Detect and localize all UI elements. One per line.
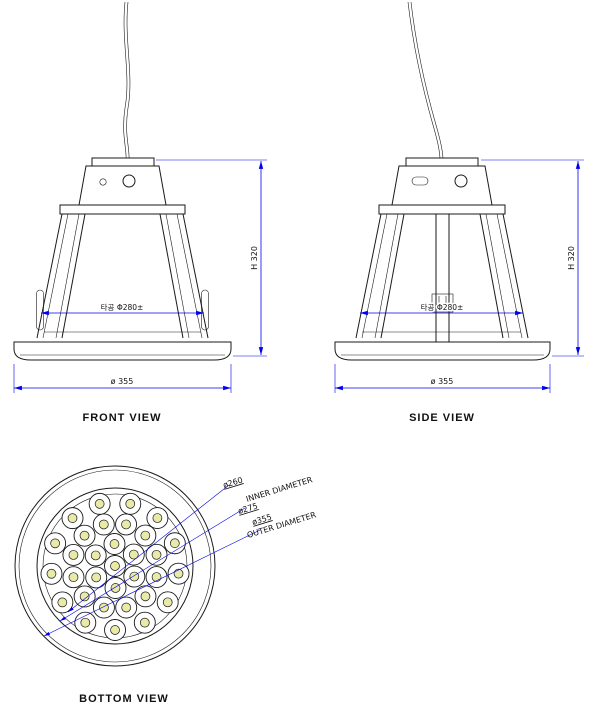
outer-flange-inner-edge xyxy=(18,469,212,663)
leader-line-275 xyxy=(59,507,246,622)
led xyxy=(104,555,126,577)
center-bracket xyxy=(431,214,454,357)
shoulder xyxy=(59,204,186,215)
led xyxy=(104,577,127,599)
led xyxy=(103,533,126,555)
bottom-view: ø260 INNER DIAMETER ø275 ø355 OUTER DIAM… xyxy=(14,465,318,705)
cutout-dim-text: 타공 Φ280± xyxy=(101,303,144,312)
led xyxy=(51,591,74,614)
led xyxy=(62,543,85,566)
led xyxy=(122,543,145,566)
top-cap xyxy=(391,157,493,206)
front-view-label: FRONT VIEW xyxy=(82,412,161,424)
cutout-dimension: 타공 Φ280± xyxy=(41,302,204,316)
led xyxy=(44,532,67,555)
cutout-dim-text: 타공 Φ280± xyxy=(421,303,464,312)
mounting-slot xyxy=(411,176,429,186)
outer-dimension: ø 355 xyxy=(334,364,551,393)
spring-clip-right xyxy=(201,289,209,331)
led xyxy=(163,532,186,555)
led xyxy=(92,513,115,536)
led xyxy=(146,507,169,530)
led xyxy=(145,543,168,566)
spring-clip-left xyxy=(36,289,44,331)
led xyxy=(73,585,96,608)
height-dim-text: H 320 xyxy=(250,246,259,270)
led xyxy=(134,585,157,608)
led xyxy=(145,566,168,589)
lamp-body xyxy=(36,204,209,339)
led xyxy=(156,591,179,614)
flange xyxy=(334,341,551,361)
led xyxy=(40,562,63,585)
annotation-value-260: ø260 xyxy=(222,475,244,490)
led-array xyxy=(40,492,190,641)
annotation-value-275: ø275 xyxy=(237,501,259,516)
height-dimension: H 320 xyxy=(156,159,267,357)
mounting-hole-large xyxy=(122,174,136,188)
power-cord xyxy=(407,1,444,161)
led xyxy=(115,596,138,619)
led xyxy=(88,492,111,515)
leader-line-355 xyxy=(43,529,261,637)
mounting-hole-small xyxy=(99,178,107,186)
bottom-view-label: BOTTOM VIEW xyxy=(79,693,169,705)
cutout-dimension: 타공 Φ280± xyxy=(360,302,523,316)
front-view: 타공 Φ280± H 320 ø 355 FRONT VIEW xyxy=(13,1,267,424)
led xyxy=(62,566,85,589)
lamp-body xyxy=(355,204,529,357)
height-dim-text: H 320 xyxy=(567,246,576,270)
led xyxy=(134,524,157,547)
power-cord xyxy=(123,1,131,161)
side-view-label: SIDE VIEW xyxy=(409,412,475,424)
cone-outline xyxy=(355,213,529,339)
outer-flange-circle xyxy=(14,465,216,667)
led xyxy=(85,566,108,589)
led xyxy=(74,611,97,634)
led xyxy=(61,507,84,530)
led xyxy=(92,596,115,619)
shoulder xyxy=(378,204,506,215)
leader-line-260 xyxy=(67,484,230,613)
led xyxy=(133,611,156,634)
led xyxy=(123,565,146,588)
outer-dim-text: ø 355 xyxy=(111,377,134,386)
led xyxy=(115,513,138,536)
top-cap xyxy=(78,157,167,206)
mounting-hole-large xyxy=(454,174,468,188)
led xyxy=(73,524,96,547)
led xyxy=(104,619,127,641)
outer-dimension: ø 355 xyxy=(13,364,232,393)
inner-ring-circle xyxy=(36,487,194,645)
led xyxy=(119,492,142,515)
flange xyxy=(13,341,232,361)
cone-outline xyxy=(36,213,209,339)
side-view: 타공 Φ280± H 320 ø 355 SIDE VIEW xyxy=(334,1,584,424)
annotation-caption-275: INNER DIAMETER xyxy=(245,475,314,504)
height-dimension: H 320 xyxy=(481,159,584,357)
outer-dim-text: ø 355 xyxy=(431,377,454,386)
led xyxy=(84,544,107,567)
